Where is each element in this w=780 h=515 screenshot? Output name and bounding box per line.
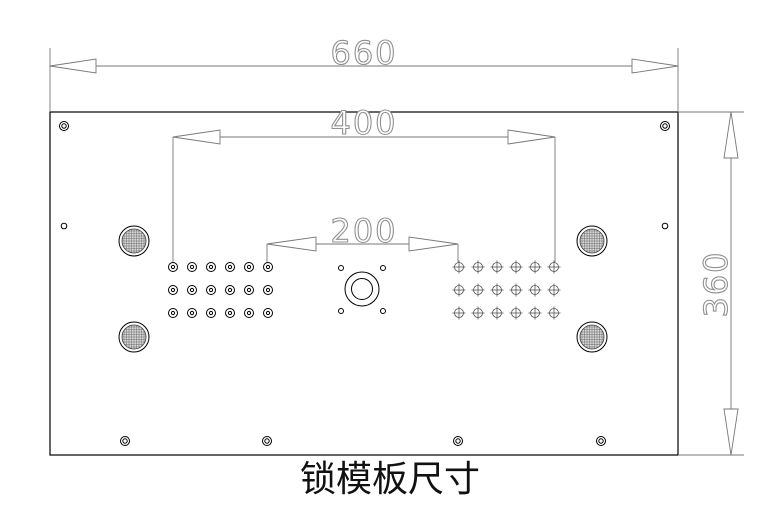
grid-hole (225, 285, 235, 295)
side-hole (661, 222, 669, 230)
mounting-hole (453, 436, 463, 446)
grid-hole-crosshair (509, 306, 523, 320)
mounting-hole (262, 436, 272, 446)
grid-hole (206, 262, 216, 272)
grid-hole-crosshair (471, 283, 485, 297)
grid-hole-crosshair (490, 260, 504, 274)
dimension-label-200: 200 (330, 212, 397, 250)
hole-grid-right (452, 260, 561, 320)
grid-hole-crosshair (471, 306, 485, 320)
dimension-label-360: 360 (697, 250, 735, 317)
hole-grid-left (168, 262, 273, 318)
grid-hole (244, 308, 254, 318)
dimension-span-400 (172, 129, 556, 262)
central-bore-outer (344, 271, 380, 307)
grid-hole-crosshair (528, 283, 542, 297)
grid-hole (187, 308, 197, 318)
grid-hole-crosshair (452, 260, 466, 274)
grid-hole (244, 285, 254, 295)
grid-hole-crosshair (528, 306, 542, 320)
central-bore-inner (351, 278, 373, 300)
grid-hole-crosshair (547, 260, 561, 274)
fitting-screw-hole (380, 265, 386, 271)
knurled-pads (118, 225, 608, 353)
knurled-pad (118, 225, 150, 257)
knurled-pad (118, 321, 150, 353)
plate-outline (49, 111, 679, 456)
grid-hole-crosshair (528, 260, 542, 274)
grid-hole (225, 262, 235, 272)
fitting-screw-hole (338, 308, 344, 314)
mounting-hole (120, 436, 130, 446)
dimension-label-400: 400 (330, 104, 397, 142)
grid-hole-crosshair (547, 283, 561, 297)
grid-hole-crosshair (490, 306, 504, 320)
dimension-label-660: 660 (330, 34, 397, 72)
grid-hole (244, 262, 254, 272)
side-hole (60, 222, 68, 230)
grid-hole-crosshair (452, 283, 466, 297)
knurled-pad (576, 321, 608, 353)
dimension-height-360 (678, 111, 744, 456)
grid-hole-crosshair (509, 283, 523, 297)
grid-hole (187, 285, 197, 295)
grid-hole (225, 308, 235, 318)
grid-hole (206, 308, 216, 318)
central-lock-fitting (338, 265, 386, 314)
grid-hole (187, 262, 197, 272)
grid-hole (263, 308, 273, 318)
mounting-hole (596, 436, 606, 446)
fitting-screw-hole (338, 265, 344, 271)
mounting-hole (59, 121, 69, 131)
knurled-pad (576, 225, 608, 257)
grid-hole (168, 285, 178, 295)
fitting-screw-hole (380, 308, 386, 314)
grid-hole-crosshair (547, 306, 561, 320)
dimension-span-200 (266, 236, 459, 262)
grid-hole (206, 285, 216, 295)
drawing-caption: 锁模板尺寸 (299, 459, 480, 500)
grid-hole (168, 308, 178, 318)
mounting-holes (59, 121, 670, 446)
grid-hole (168, 262, 178, 272)
grid-hole (263, 285, 273, 295)
grid-hole (263, 262, 273, 272)
mounting-hole (660, 121, 670, 131)
grid-hole-crosshair (452, 306, 466, 320)
dimension-width-660 (49, 48, 679, 112)
grid-hole-crosshair (509, 260, 523, 274)
grid-hole-crosshair (490, 283, 504, 297)
grid-hole-crosshair (471, 260, 485, 274)
